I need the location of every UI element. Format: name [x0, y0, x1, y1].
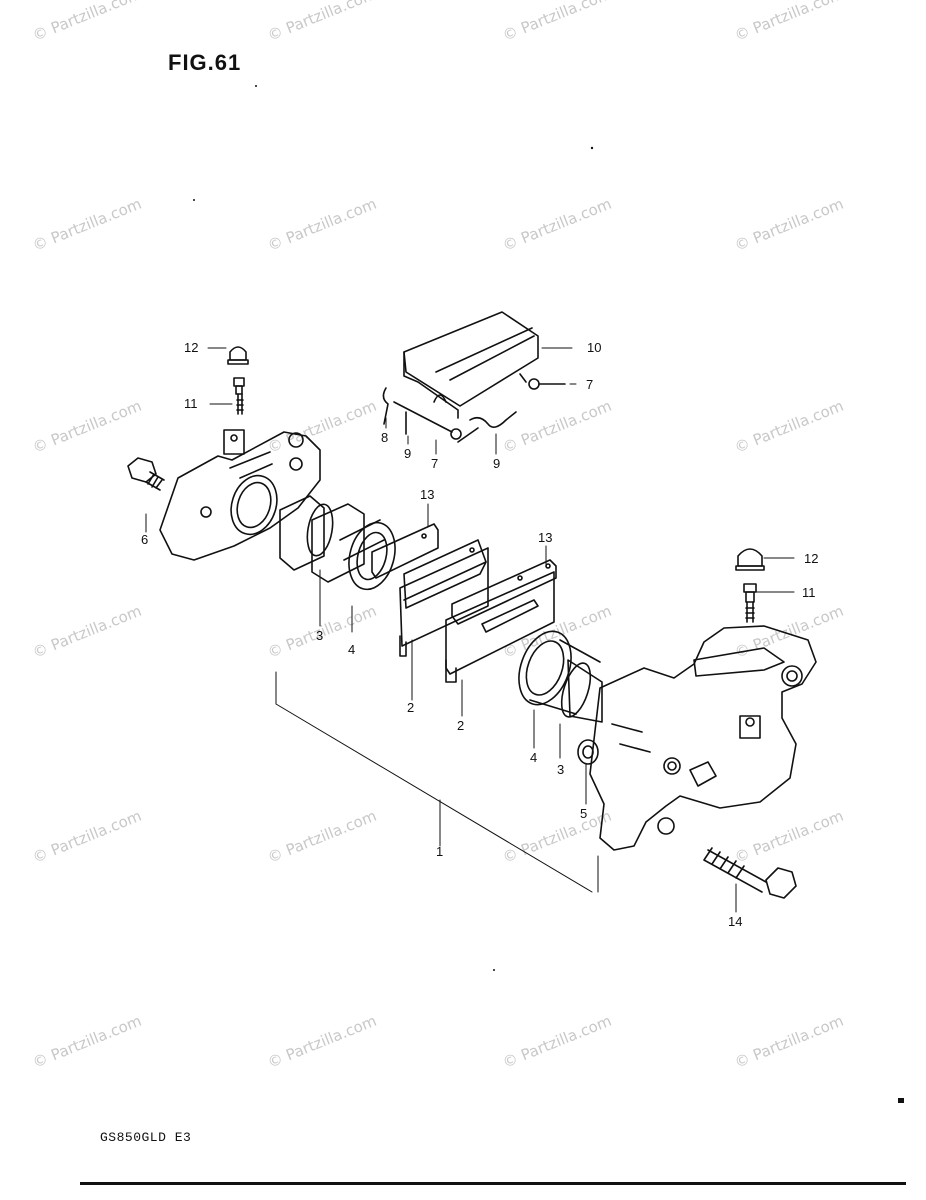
- mounting-bolt-14: [703, 847, 797, 899]
- mounting-bolt-6: [127, 457, 165, 491]
- pad-pin-lower: [393, 394, 462, 440]
- dust-seal-right: [518, 630, 601, 715]
- scan-mark: [898, 1098, 904, 1103]
- pad-spring-8: [382, 387, 389, 425]
- callout-8: 8: [381, 430, 389, 445]
- bleeder-cap-right: [735, 548, 765, 571]
- bottom-rule: [80, 1182, 906, 1185]
- callout-13-right: 13: [538, 530, 553, 545]
- bleeder-screw-left: [233, 377, 245, 415]
- callout-2-right: 2: [457, 718, 465, 733]
- dust-seal-left: [311, 503, 396, 591]
- callout-7-lower: 7: [431, 456, 439, 471]
- callout-7-upper: 7: [586, 377, 594, 392]
- callout-12-right: 12: [804, 551, 819, 566]
- callout-3-right: 3: [557, 762, 565, 777]
- callout-1: 1: [436, 844, 444, 859]
- piston-right: [560, 659, 603, 723]
- bleeder-screw-right: [743, 583, 757, 623]
- brake-pad-right: [445, 571, 555, 683]
- callout-4-left: 4: [348, 642, 356, 657]
- caliper-half-right: [589, 625, 817, 851]
- piston-left: [279, 495, 334, 571]
- callout-5: 5: [580, 806, 588, 821]
- bleeder-cap-left: [227, 346, 249, 365]
- pad-pin-upper: [528, 378, 566, 390]
- caliper-half-left: [159, 429, 321, 561]
- callout-9-right: 9: [493, 456, 501, 471]
- callout-13-left: 13: [420, 487, 435, 502]
- callout-6: 6: [141, 532, 149, 547]
- callout-11-right: 11: [802, 585, 816, 600]
- callout-10: 10: [587, 340, 602, 355]
- leader-lines: [145, 347, 795, 913]
- callout-3-left: 3: [316, 628, 324, 643]
- pad-cover-10: [403, 311, 539, 419]
- pin-clip-right: [457, 411, 517, 443]
- callout-12-left: 12: [184, 340, 199, 355]
- brake-pad-left: [399, 539, 489, 657]
- scan-specks: [193, 85, 594, 971]
- washer-5: [577, 739, 599, 765]
- pad-shim-left: [371, 523, 439, 579]
- callout-2-left: 2: [407, 700, 415, 715]
- callout-11-left: 11: [184, 396, 198, 411]
- callout-9-left: 9: [404, 446, 412, 461]
- model-code: GS850GLD E3: [100, 1130, 192, 1145]
- figure-title: FIG.61: [168, 50, 242, 75]
- callout-4-right: 4: [530, 750, 538, 765]
- callout-14: 14: [728, 914, 743, 929]
